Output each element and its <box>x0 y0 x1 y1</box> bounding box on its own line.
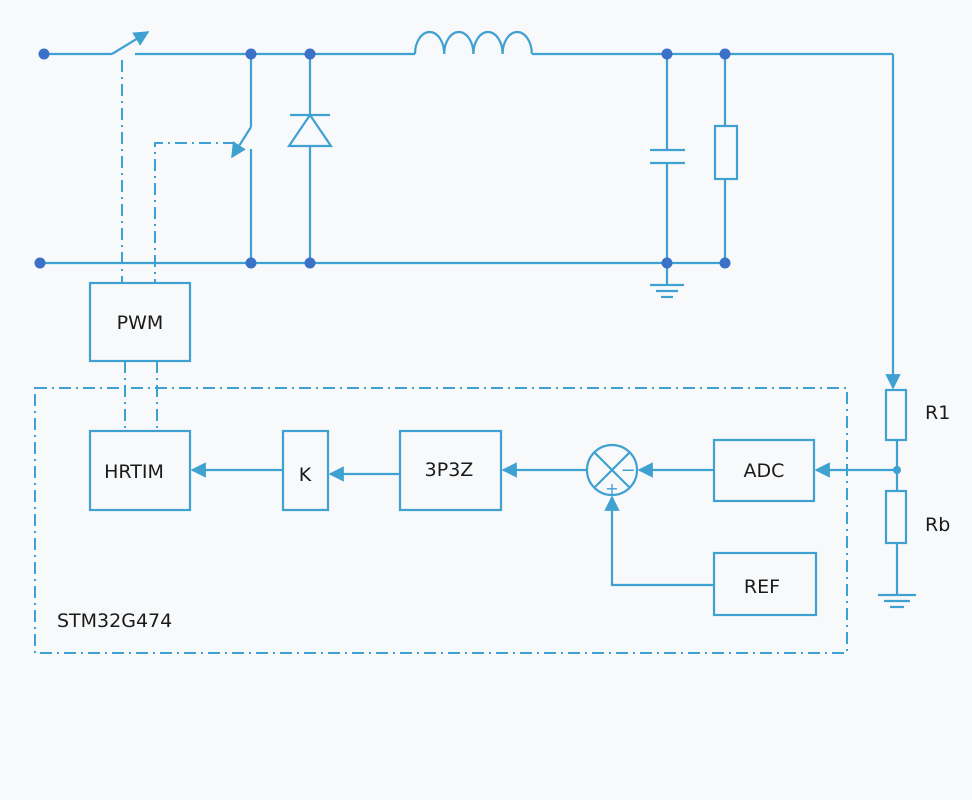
compensator-block <box>398 429 503 512</box>
rb-label: Rb <box>925 514 950 536</box>
summing-junction: − + <box>585 443 639 498</box>
gain-k-block <box>281 429 330 512</box>
hrtim-label: HRTIM <box>104 461 164 483</box>
nodes <box>34 48 901 474</box>
ground-icon <box>650 283 684 299</box>
inductor <box>413 30 533 55</box>
pwm-label: PWM <box>117 312 164 334</box>
top-rail <box>44 30 901 390</box>
voltage-divider <box>878 388 916 609</box>
pwm-block <box>88 281 192 363</box>
gate-drive-lines <box>121 60 235 431</box>
hrtim-block <box>88 429 192 512</box>
resistor-rb <box>884 489 908 545</box>
minus-sign: − <box>620 460 635 481</box>
load-resistor <box>713 54 739 263</box>
mcu-label: STM32G474 <box>57 610 172 632</box>
low-side-switch <box>231 54 253 263</box>
plus-sign: + <box>605 479 618 498</box>
compensator-label: 3P3Z <box>425 459 474 481</box>
k-label: K <box>299 464 312 486</box>
capacitor <box>650 54 685 285</box>
ground-icon <box>878 593 916 609</box>
diode <box>286 54 334 263</box>
high-side-switch <box>111 31 150 55</box>
r1-label: R1 <box>925 402 950 424</box>
resistor-r1 <box>884 388 908 442</box>
ref-label: REF <box>744 576 780 598</box>
adc-label: ADC <box>744 460 785 482</box>
mcu-boundary <box>34 387 848 654</box>
input-terminal-negative <box>34 257 46 269</box>
input-terminal-positive <box>38 48 50 60</box>
